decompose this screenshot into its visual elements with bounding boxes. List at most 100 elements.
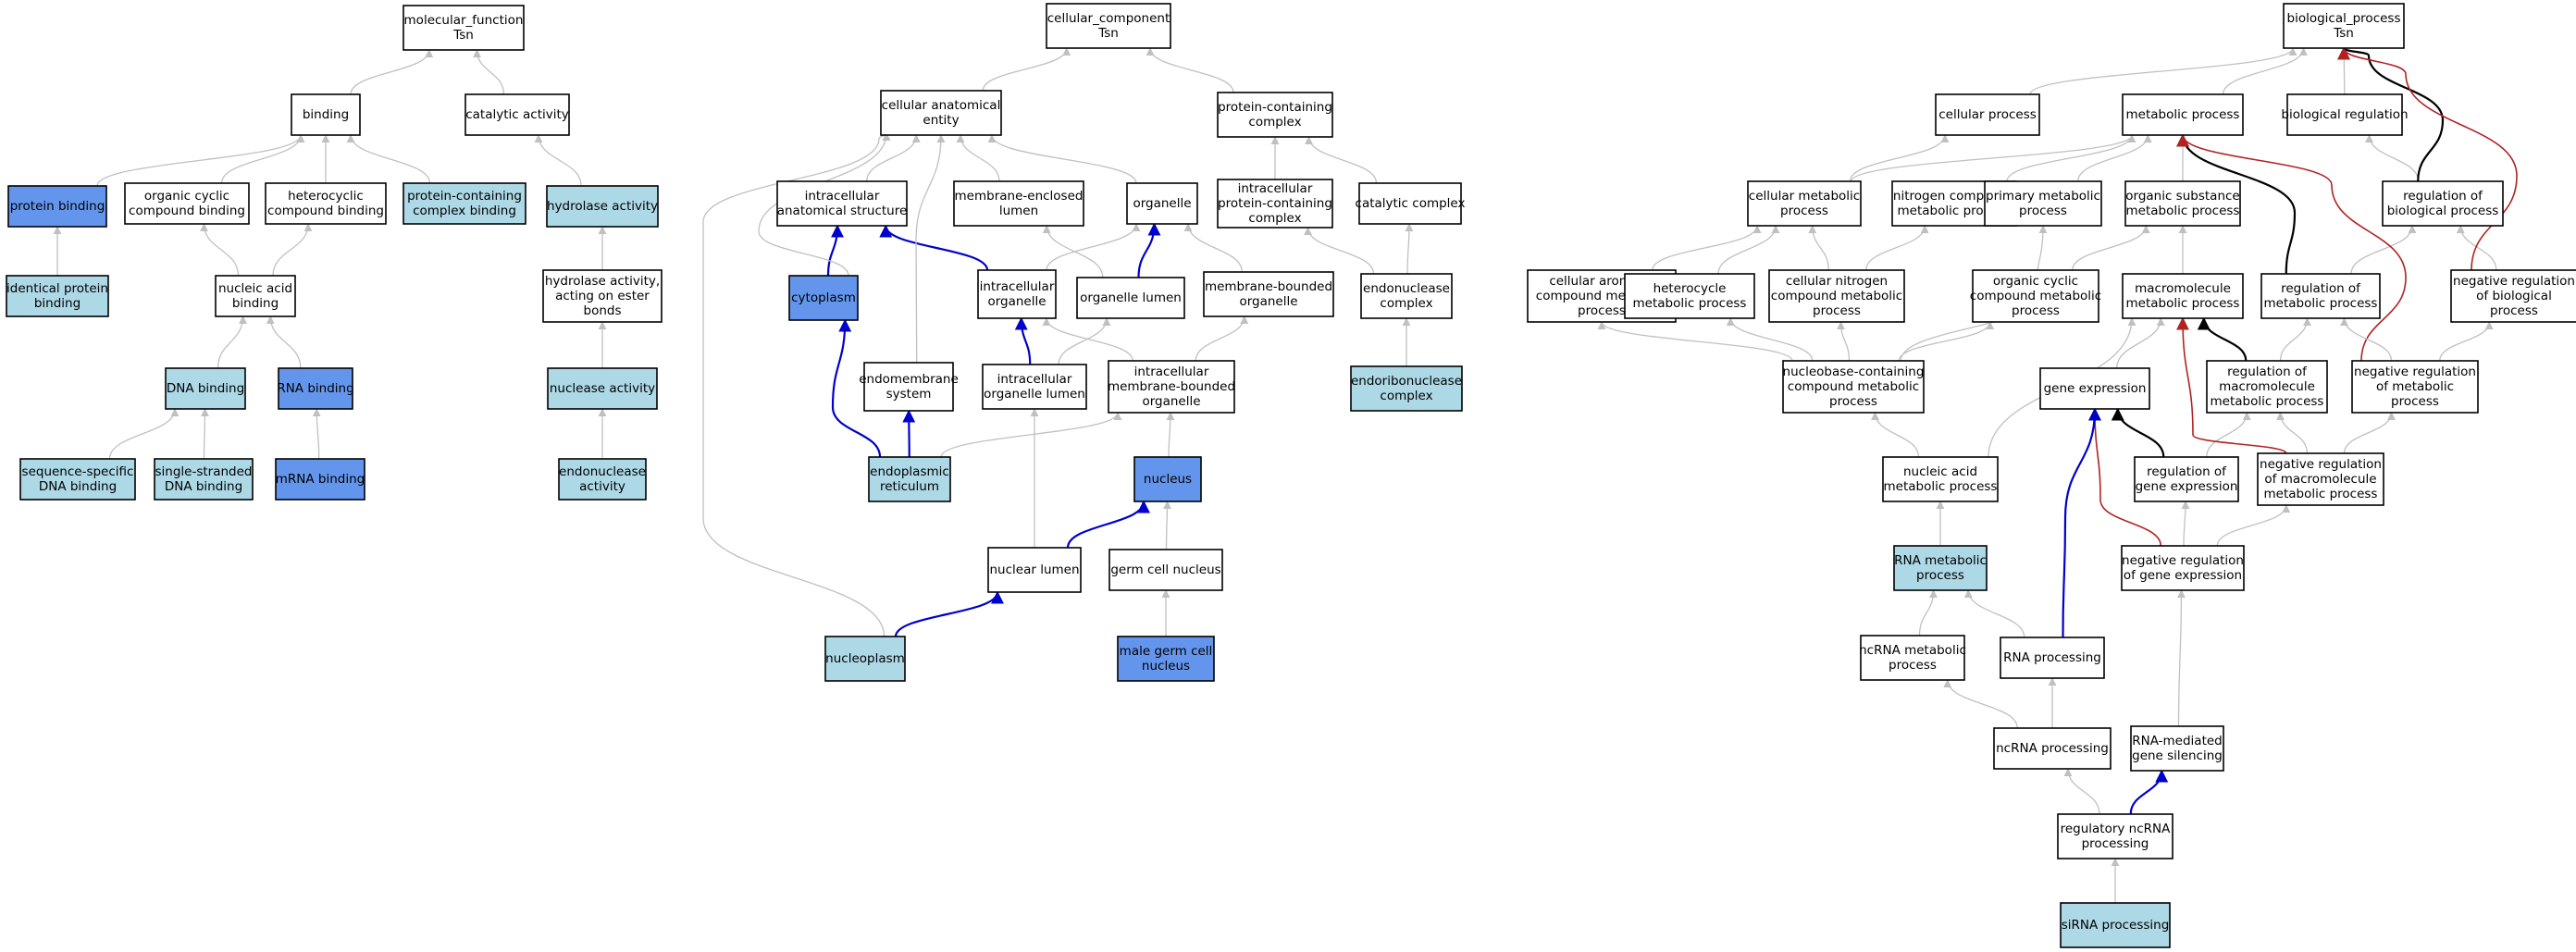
node-box bbox=[291, 93, 361, 136]
go-term-node-binding[interactable]: binding bbox=[291, 93, 361, 136]
go-term-node-nuclease[interactable]: nuclease activity bbox=[547, 367, 658, 410]
edge-nucleic_binding-to-hetero_cb bbox=[272, 223, 313, 277]
edge-hydrolase-to-catalytic bbox=[534, 134, 582, 187]
node-label-line: gene expression bbox=[2044, 381, 2147, 396]
go-term-node-org-lumen[interactable]: organelle lumen bbox=[1076, 277, 1185, 319]
go-term-node-nuclear-lumen[interactable]: nuclear lumen bbox=[987, 547, 1082, 593]
node-label-line: Tsn bbox=[2333, 26, 2354, 41]
go-term-node-catalytic[interactable]: catalytic activity bbox=[464, 93, 570, 136]
node-box bbox=[824, 636, 906, 682]
node-label-line: lumen bbox=[999, 204, 1038, 218]
edge-reg_mmp-to-reg_mp bbox=[2279, 317, 2311, 362]
edge-catalytic-to-mf bbox=[473, 49, 505, 95]
go-term-node-rna-binding[interactable]: RNA binding bbox=[277, 367, 354, 410]
go-term-node-nucleus[interactable]: nucleus bbox=[1133, 456, 1202, 502]
go-term-node-mrna-binding[interactable]: mRNA binding bbox=[275, 458, 365, 501]
go-term-node-bio-reg[interactable]: biological regulation bbox=[2281, 93, 2409, 136]
go-term-node-hydrolase[interactable]: hydrolase activity bbox=[546, 185, 659, 228]
edge-cmp-to-cellular_process bbox=[1849, 134, 1950, 182]
edge-nucleus-to-imbo bbox=[1166, 412, 1175, 458]
go-term-node-rna-proc[interactable]: RNA processing bbox=[2000, 637, 2105, 679]
go-term-node-ncrna-proc[interactable]: ncRNA processing bbox=[1993, 727, 2112, 770]
node-box bbox=[2121, 545, 2245, 591]
node-label-line: biological_process bbox=[2287, 11, 2401, 26]
node-box bbox=[2260, 273, 2381, 319]
go-term-node-protein-binding[interactable]: protein binding bbox=[7, 185, 107, 228]
edge-rna_proc-to-rna_mp bbox=[1963, 589, 2025, 638]
go-term-node-cellular-process[interactable]: cellular process bbox=[1935, 93, 2040, 136]
node-label-line: process bbox=[1889, 658, 1937, 673]
node-box bbox=[1624, 273, 1755, 319]
node-label-line: compound metabolic bbox=[1788, 379, 1919, 394]
edge-nucleoplasm-to-nuclear_lumen bbox=[894, 590, 1004, 637]
node-box bbox=[982, 364, 1087, 410]
go-term-node-organelle[interactable]: organelle bbox=[1126, 182, 1198, 225]
go-term-node-gene-expr[interactable]: gene expression bbox=[2039, 367, 2150, 410]
node-label-line: membrane-enclosed bbox=[955, 189, 1084, 204]
node-label-line: protein binding bbox=[10, 199, 105, 214]
go-term-node-catalytic-complex[interactable]: catalytic complex bbox=[1356, 182, 1466, 225]
go-term-node-germ-nucleus[interactable]: germ cell nucleus bbox=[1108, 549, 1223, 591]
node-label-line: regulatory ncRNA bbox=[2061, 822, 2172, 836]
node-label-line: process bbox=[1829, 394, 1877, 409]
node-box bbox=[776, 180, 908, 227]
go-term-node-metabolic[interactable]: metabolic process bbox=[2122, 93, 2244, 136]
node-label-line: of macromolecule bbox=[2264, 472, 2376, 487]
go-term-node-sirna[interactable]: siRNA processing bbox=[2060, 902, 2171, 948]
go-term-node-cytoplasm[interactable]: cytoplasm bbox=[788, 275, 859, 321]
node-label-line: organic cyclic bbox=[144, 189, 229, 204]
go-term-node-nucleoplasm[interactable]: nucleoplasm bbox=[824, 636, 906, 682]
go-term-node-dna-binding[interactable]: DNA binding bbox=[165, 367, 246, 410]
node-label-line: compound binding bbox=[129, 204, 245, 218]
node-box bbox=[547, 367, 658, 410]
node-box bbox=[1108, 549, 1223, 591]
